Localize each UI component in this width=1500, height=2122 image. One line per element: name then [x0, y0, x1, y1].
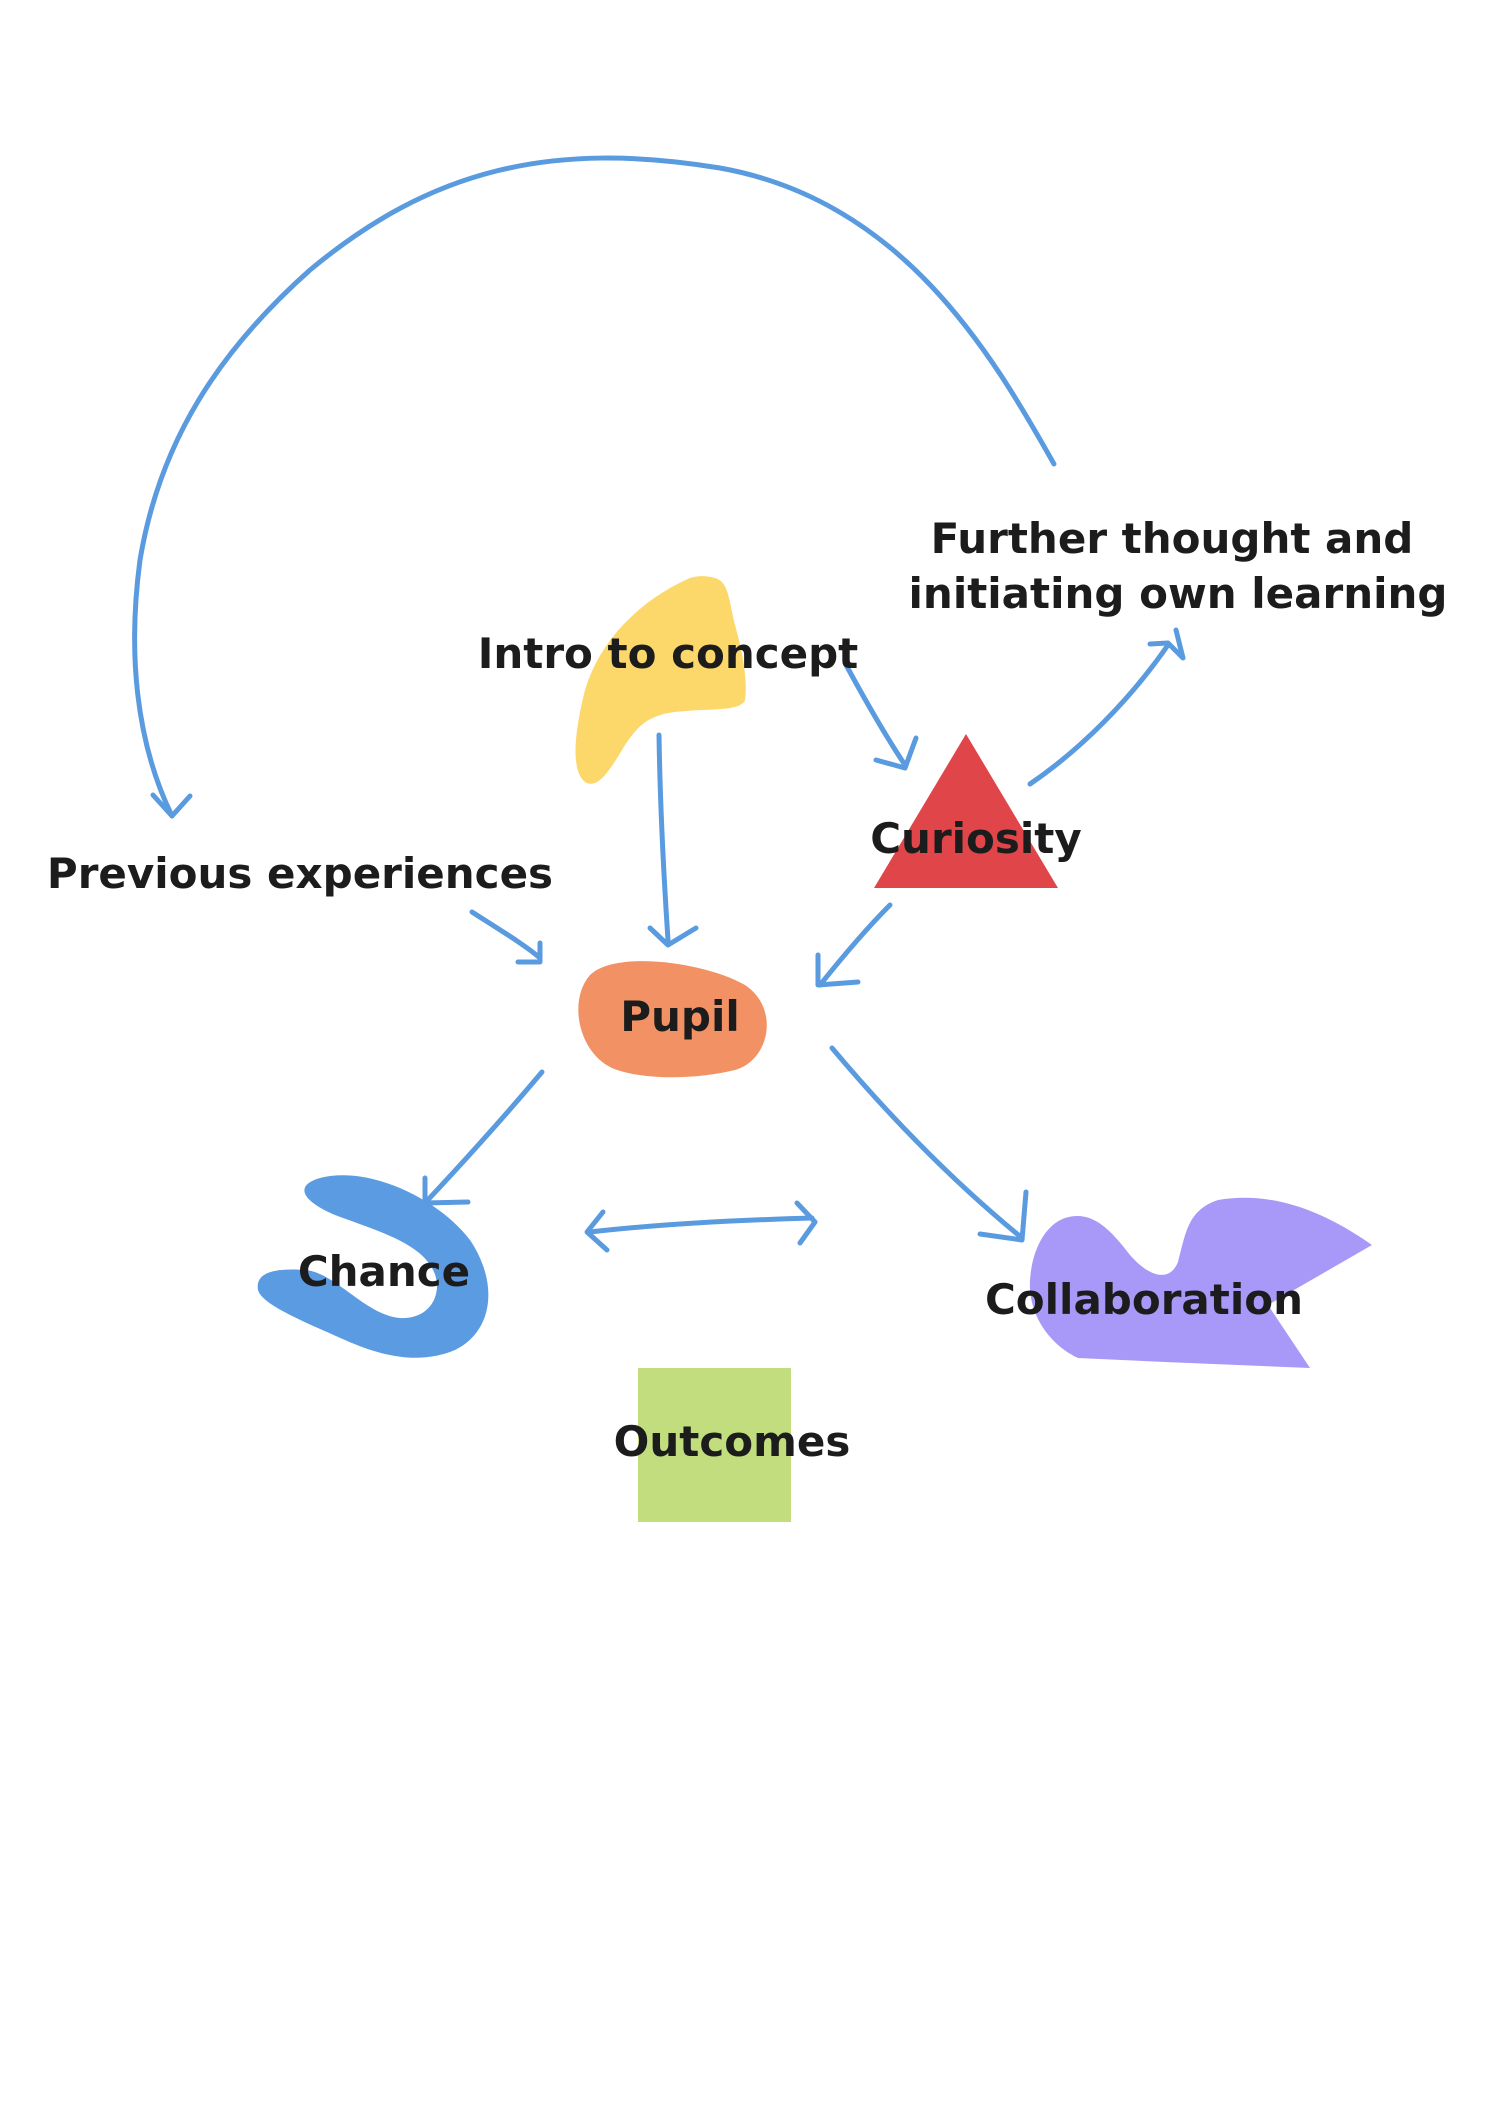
- arrowhead-previous: [150, 792, 193, 819]
- pupil-shape: [578, 961, 767, 1078]
- chance-shape: [257, 1175, 489, 1358]
- further-thought-label-line1: Further thought and: [931, 514, 1414, 563]
- arrow-intro-to-curiosity: [842, 660, 908, 768]
- curiosity-label: Curiosity: [870, 814, 1082, 863]
- collaboration-label: Collaboration: [985, 1275, 1303, 1324]
- arrowhead-bidirectional-right: [794, 1200, 818, 1246]
- further-thought-label-line2: initiating own learning: [909, 569, 1448, 618]
- arrow-curiosity-to-pupil: [817, 902, 893, 988]
- outcomes-label: Outcomes: [614, 1417, 851, 1466]
- arrowhead-further: [1147, 627, 1186, 661]
- arrowhead-pupil-left: [515, 940, 543, 965]
- arrowhead-collaboration: [977, 1189, 1029, 1243]
- pupil-label: Pupil: [620, 992, 740, 1041]
- arrowhead-pupil-right: [815, 952, 861, 988]
- outcomes-shape: [638, 1368, 791, 1522]
- collaboration-shape: [1029, 1197, 1372, 1368]
- arrow-chance-collaboration-bidirectional: [587, 1215, 815, 1235]
- arrow-previous-to-pupil: [469, 909, 543, 961]
- chance-label: Chance: [298, 1247, 470, 1296]
- arrow-curiosity-to-further: [1027, 642, 1171, 787]
- arrow-pupil-to-chance: [422, 1069, 545, 1206]
- intro-label: Intro to concept: [478, 629, 859, 678]
- previous-experiences-label: Previous experiences: [47, 849, 553, 898]
- arrowhead-bidirectional-left: [584, 1209, 610, 1253]
- intro-shape: [575, 576, 746, 784]
- arrow-pupil-to-collaboration: [829, 1045, 1025, 1241]
- arrow-further-to-previous: [132, 155, 1057, 819]
- curiosity-shape: [874, 734, 1058, 888]
- arrow-intro-to-pupil: [656, 732, 671, 943]
- arrows: [132, 155, 1186, 1253]
- arrowhead-curiosity: [873, 735, 919, 771]
- arrowhead-chance: [422, 1175, 471, 1206]
- arrowhead-pupil-top: [647, 925, 699, 948]
